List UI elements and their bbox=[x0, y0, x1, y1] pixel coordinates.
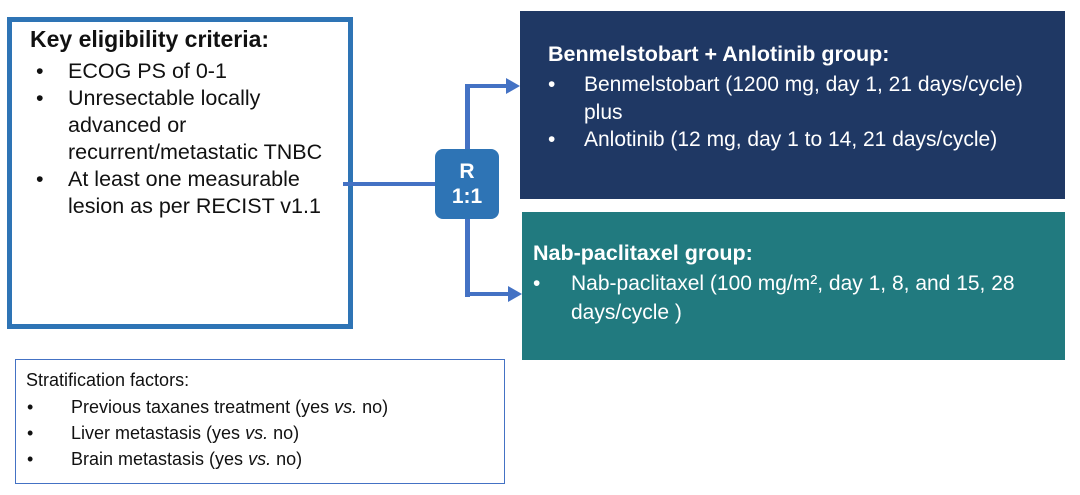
eligibility-criteria-list: ECOG PS of 0-1 Unresectable locally adva… bbox=[36, 58, 326, 220]
randomization-ratio: 1:1 bbox=[451, 185, 483, 208]
strat-item-taxanes: Previous taxanes treatment (yes vs. no) bbox=[26, 394, 496, 420]
arm-benmelstobart-anlotinib-list: Benmelstobart (1200 mg, day 1, 21 days/c… bbox=[548, 71, 1048, 154]
connector-to-arm-a bbox=[465, 84, 507, 88]
randomization-badge: R 1:1 bbox=[435, 149, 499, 219]
eligibility-item-ecog: ECOG PS of 0-1 bbox=[36, 58, 326, 85]
arrow-head-arm-a bbox=[506, 78, 520, 94]
arm-nab-paclitaxel-box: Nab-paclitaxel group: Nab-paclitaxel (10… bbox=[522, 212, 1065, 360]
arm-a-item-benmelstobart: Benmelstobart (1200 mg, day 1, 21 days/c… bbox=[548, 71, 1048, 126]
randomization-label: R bbox=[459, 160, 475, 183]
arm-nab-paclitaxel-title: Nab-paclitaxel group: bbox=[533, 241, 753, 265]
strat-item-liver: Liver metastasis (yes vs. no) bbox=[26, 420, 496, 446]
arm-benmelstobart-anlotinib-box: Benmelstobart + Anlotinib group: Benmels… bbox=[520, 11, 1065, 199]
eligibility-item-lesion: At least one measurable lesion as per RE… bbox=[36, 166, 326, 220]
connector-to-arm-b bbox=[465, 292, 509, 296]
strat-item-brain: Brain metastasis (yes vs. no) bbox=[26, 446, 496, 472]
arm-b-item-nab-paclitaxel: Nab-paclitaxel (100 mg/m², day 1, 8, and… bbox=[533, 269, 1053, 327]
eligibility-item-tnbc: Unresectable locally advanced or recurre… bbox=[36, 85, 326, 166]
stratification-factors-title: Stratification factors: bbox=[26, 370, 190, 390]
stratification-factors-list: Previous taxanes treatment (yes vs. no) … bbox=[26, 394, 496, 472]
arm-benmelstobart-anlotinib-title: Benmelstobart + Anlotinib group: bbox=[548, 42, 890, 66]
arm-a-item-anlotinib: Anlotinib (12 mg, day 1 to 14, 21 days/c… bbox=[548, 126, 1048, 154]
stratification-factors-box: Stratification factors: Previous taxanes… bbox=[15, 359, 505, 484]
arm-nab-paclitaxel-list: Nab-paclitaxel (100 mg/m², day 1, 8, and… bbox=[533, 269, 1053, 327]
eligibility-criteria-title: Key eligibility criteria: bbox=[30, 26, 270, 52]
connector-eligibility-to-randomization bbox=[343, 182, 435, 186]
arrow-head-arm-b bbox=[508, 286, 522, 302]
